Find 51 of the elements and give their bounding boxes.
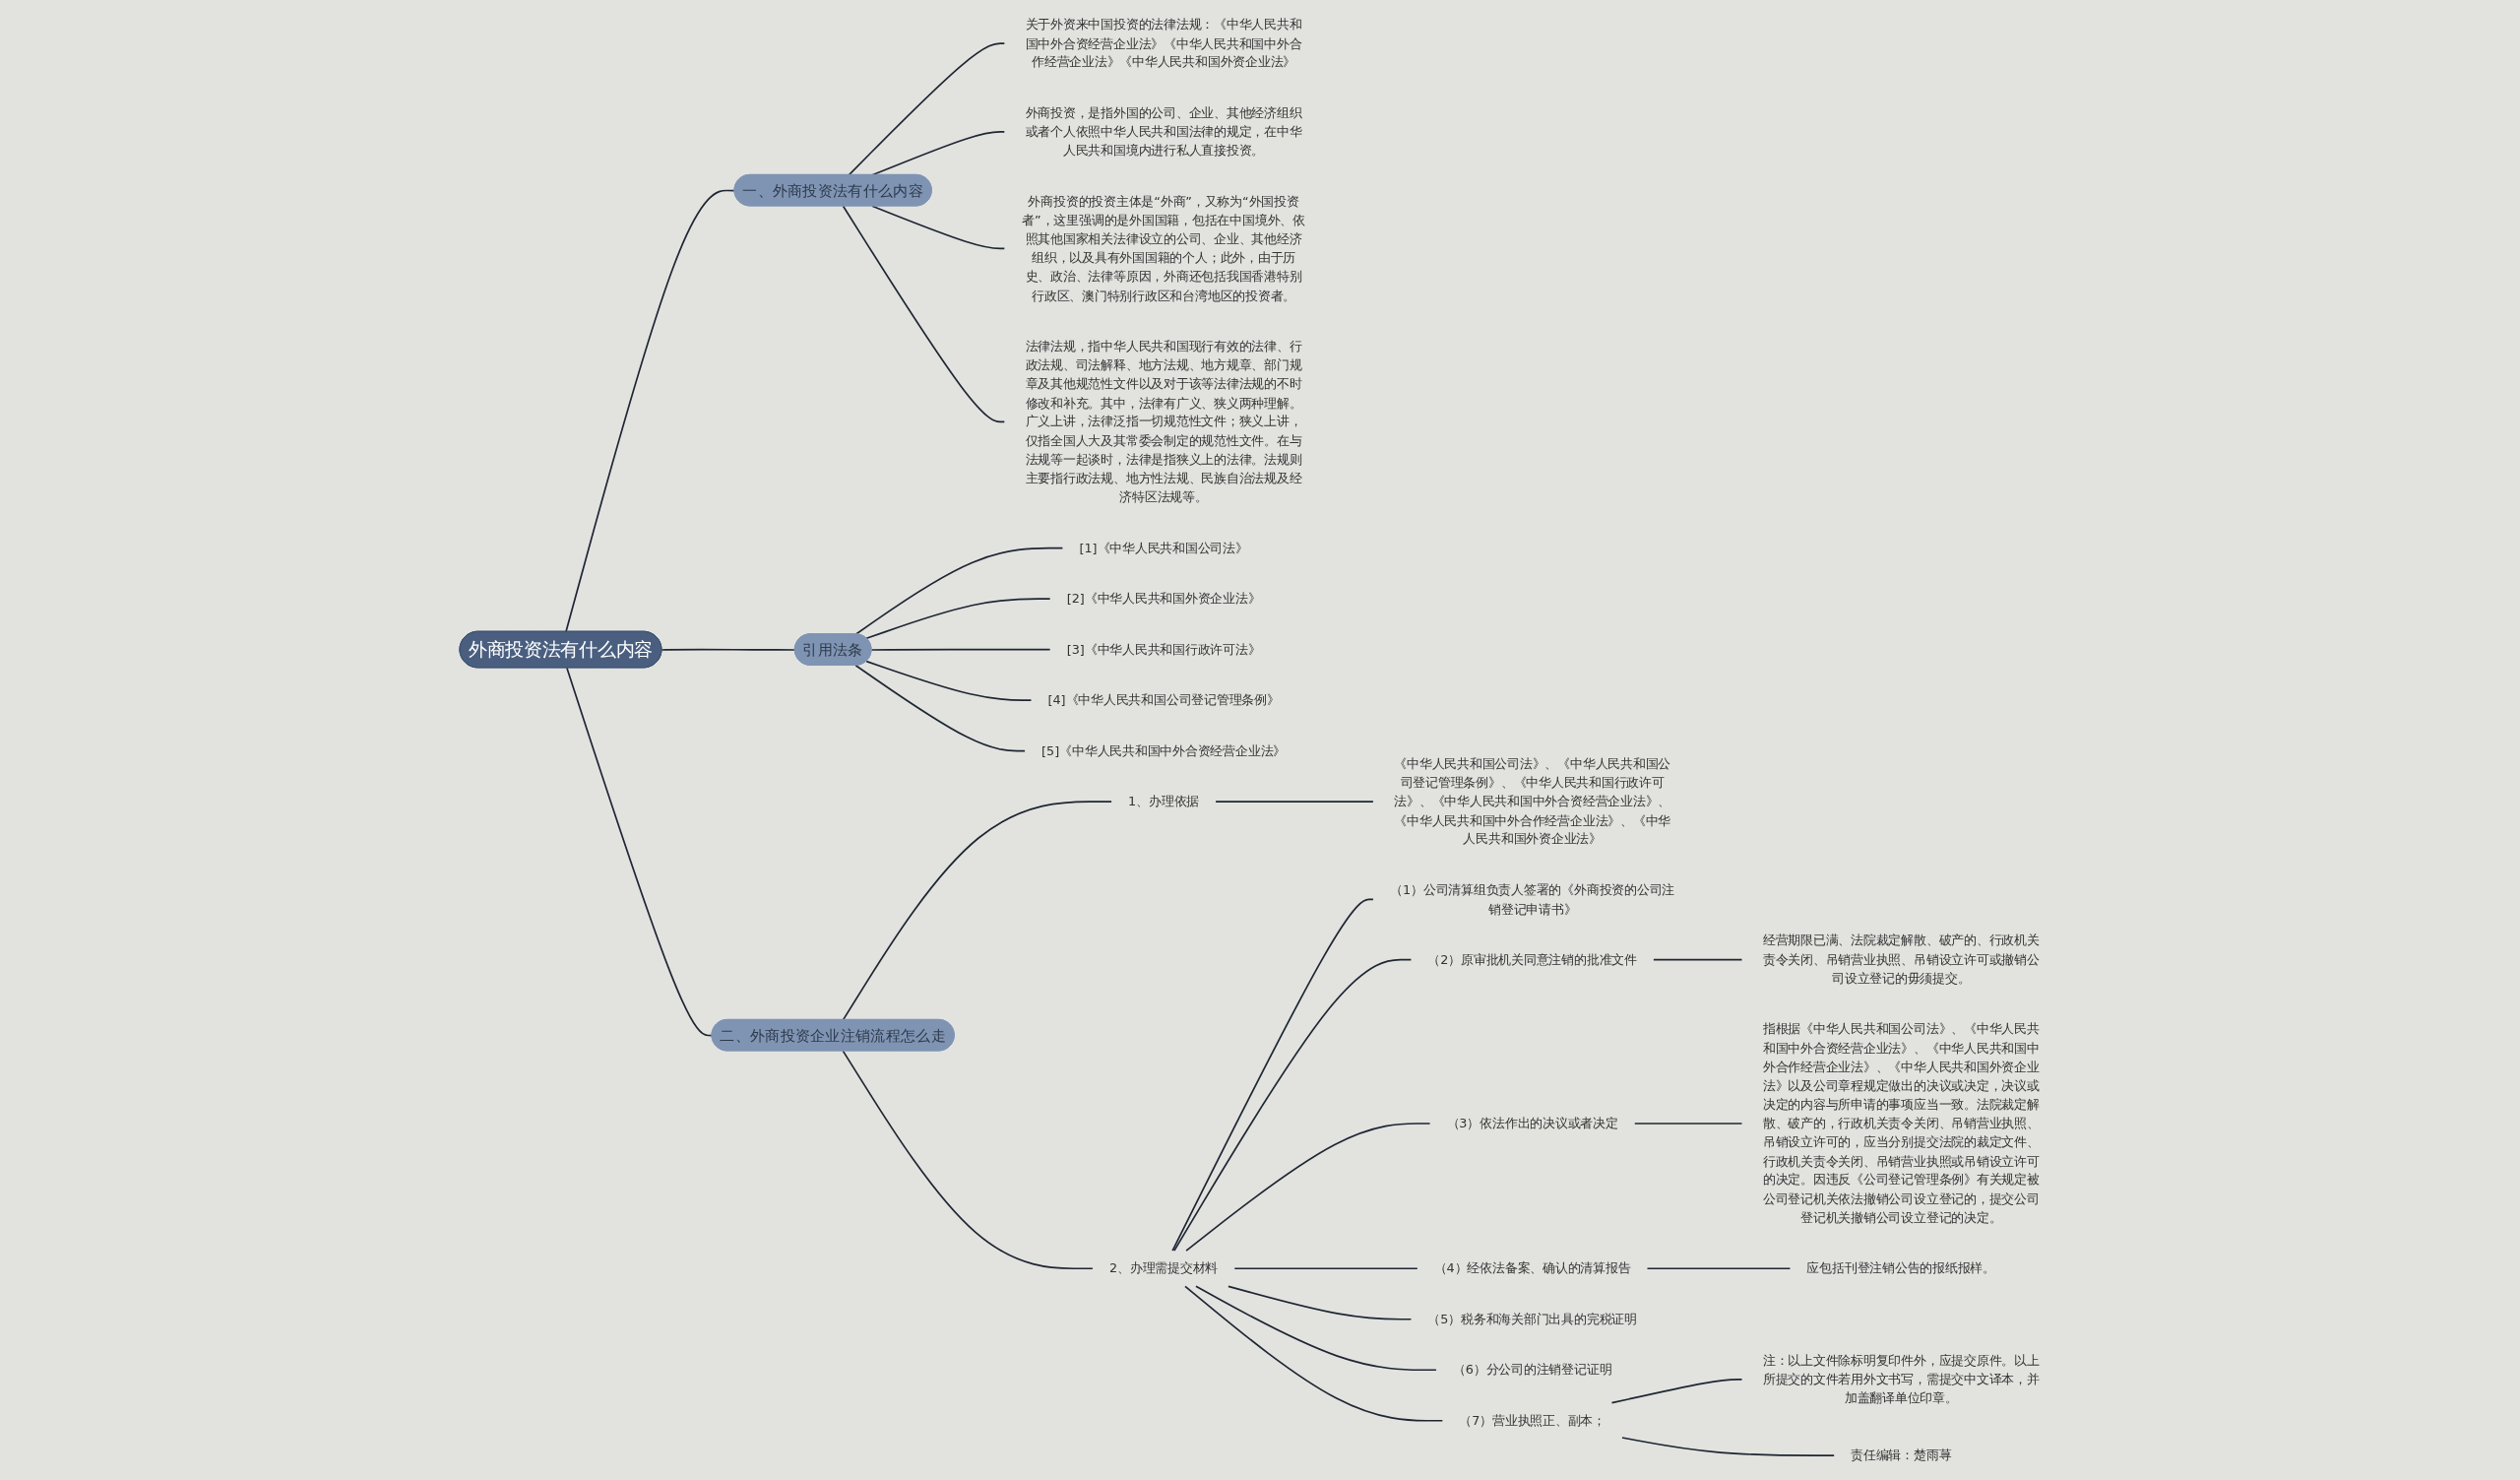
connector [865,660,1033,701]
node-text: 外商投资的投资主体是“外商”，又称为“外国投资者”，这里强调的是外国国籍，包括在中国境外、依照其他国家相关法律设立的公司、企业、其他经济组织，以及具有外国国籍的个人；此外，由于历史、政治、法律等原因，外商还包括我国香港特别行政区、澳门特别行政区和台湾地区的投资者。 [1022,193,1305,303]
node-text: 1、办理依据 [1128,794,1200,809]
connector [1215,801,1374,803]
connector [854,547,1064,636]
connector [842,1050,1094,1270]
connector [848,42,1006,176]
node-text: [2]《中华人民共和国外资企业法》 [1066,591,1261,607]
connector [1653,958,1743,961]
connector [1610,1379,1743,1404]
node-text: 关于外资来中国投资的法律法规：《中华人民共和国中外合资经营企业法》《中华人民共和国中外合作经营企业法》《中华人民共和国外资企业法》 [1025,17,1302,70]
connector [1185,1123,1431,1252]
connector [854,664,1026,752]
connector [1173,958,1413,1252]
connector [565,189,736,633]
connector [871,131,1006,176]
node-text: 经营期限已满、法院裁定解散、破产的、行政机关责令关闭、吊销营业执照、吊销设立许可或撤销公司设立登记的毋须提交。 [1762,933,2040,987]
connector [842,205,1006,423]
node-text: [3]《中华人民共和国行政许可法》 [1066,641,1261,658]
node-text: （7）营业执照正、副本； [1459,1412,1606,1429]
node-text: （2）原审批机关同意注销的批准文件 [1427,951,1637,967]
connector [1171,898,1374,1252]
node-text: （1）公司清算组负责人签署的《外商投资的公司注销登记申请书》 [1390,882,1675,917]
node-text: （4）经依法备案、确认的清算报告 [1433,1260,1631,1276]
node-text: 《中华人民共和国公司法》、《中华人民共和国公司登记管理条例》、《中华人民共和国行政许可法》、《中华人民共和国中外合资经营企业法》、《中华人民共和国中外合作经营企业法》、《中华人民共和国外资企业法》 [1394,755,1671,847]
node-text: （5）税务和海关部门出具的完税证明 [1427,1311,1637,1327]
connector [870,648,1051,651]
connector [842,801,1112,1021]
node-text: 法律法规，指中华人民共和国现行有效的法律、行政法规、司法解释、地方法规、地方规章、部门规章及其他规范性文件以及对于该等法律法规的不时修改和补充。其中，法律有广义、狭义两种理解。广义上讲，法律泛指一切规范性文件；狭义上讲，仅指全国人大及其常委会制定的规范性文件。在与法规等一起谈时，法律是指狭义上的法律。法规则主要指行政法规、地方性法规、民族自治法规及经济特区法规等。 [1025,338,1302,505]
node-text: 注：以上文件除标明复印件外，应提交原件。以上所提交的文件若用外文书写，需提交中文译本，并加盖翻译单位印章。 [1762,1352,2040,1406]
node-text: 指根据《中华人民共和国公司法》、《中华人民共和国中外合资经营企业法》、《中华人民共和国中外合作经营企业法》、《中华人民共和国外资企业法》以及公司章程规定做出的决议或决定，决议或决定的内容与所申请的事项应当一致。法院裁定解散、破产的，行政机关责令关闭、吊销营业执照、吊销设立许可的，应当分别提交法院的裁定文件、行政机关责令关闭、吊销营业执照或吊销设立许可的决定。因违反《公司登记管理条例》有关规定被公司登记机关依法撤销公司设立登记的，提交公司登记机关撤销公司设立登记的决定。 [1762,1021,2040,1226]
connector [1233,1267,1418,1270]
connector [1633,1123,1743,1125]
connector [1621,1437,1835,1456]
connector [865,598,1051,640]
connector [1195,1285,1437,1372]
node-text: 责任编辑：楚雨荨 [1851,1448,1952,1463]
node-text: [5]《中华人民共和国中外合资经营企业法》 [1041,742,1287,759]
node-text: （6）分公司的注销登记证明 [1452,1362,1612,1378]
node-text: （3）依法作出的决议或者决定 [1446,1116,1618,1131]
node-text: [4]《中华人民共和国公司登记管理条例》 [1047,692,1280,708]
connector [1228,1285,1413,1320]
node-text: [1]《中华人民共和国公司法》 [1079,540,1248,555]
connector [1184,1285,1444,1422]
connector [1646,1267,1792,1270]
connector [661,648,796,651]
node-text: 应包括刊登注销公告的报纸报样。 [1806,1260,1996,1276]
node-text: 2、办理需提交材料 [1108,1260,1219,1276]
connector [566,667,714,1037]
node-text: 外商投资，是指外国的公司、企业、其他经济组织或者个人依照中华人民共和国法律的规定，在中华人民共和国境内进行私人直接投资。 [1025,104,1302,159]
connector [871,205,1006,250]
